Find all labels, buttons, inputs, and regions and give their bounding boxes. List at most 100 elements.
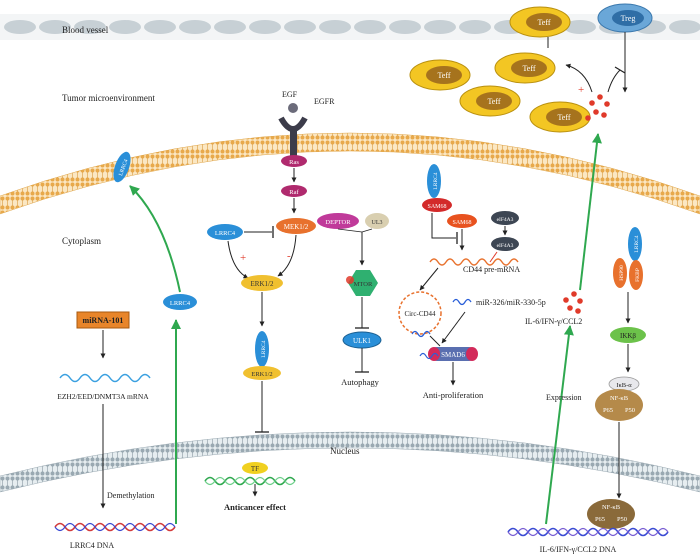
plus-sign: + (240, 252, 246, 264)
sam68-protein: SAM68 (447, 214, 477, 228)
cytokine-cluster (585, 94, 610, 121)
mrna-strand (59, 373, 151, 383)
inhibit-circ (429, 335, 441, 347)
fkbp-protein: FKBP (629, 260, 643, 290)
svg-text:IκB-α: IκB-α (616, 382, 632, 389)
svg-text:Teff: Teff (487, 97, 500, 106)
cytokine-cluster-cyto (563, 291, 583, 314)
teff-cell: Teff (409, 59, 471, 91)
svg-text:miRNA-101: miRNA-101 (83, 316, 124, 325)
svg-text:NF-κB: NF-κB (602, 504, 621, 511)
label-blood-vessel: Blood vessel (62, 25, 109, 35)
svg-text:Raf: Raf (289, 189, 299, 196)
svg-text:NF-κB: NF-κB (610, 395, 629, 402)
nfkb-nuclear: NF-κB P65 P50 (587, 499, 635, 529)
label-cytokines: IL-6/IFN-γ/CCL2 (525, 317, 582, 326)
svg-text:UL3: UL3 (372, 220, 383, 226)
lrrc4-membrane: LRRC4 (113, 151, 131, 183)
label-anti-proliferation: Anti-proliferation (423, 390, 484, 400)
lrrc4-sam68-complex: LRRC4 SAM68 (422, 164, 452, 212)
minus-sign: - (287, 250, 291, 262)
label-tumor-microenvironment: Tumor microenvironment (62, 93, 155, 103)
egfr-receptor (278, 103, 308, 160)
plus-sign: + (578, 84, 584, 96)
svg-text:SMAD6: SMAD6 (441, 351, 465, 359)
cell-membrane (0, 132, 700, 215)
svg-text:Teff: Teff (537, 18, 550, 27)
label-demethylation: Demethylation (107, 491, 155, 500)
erk-protein: ERK1/2 (241, 275, 283, 291)
deptor-protein: DEPTOR (317, 213, 359, 229)
arrow-lrrc4-membrane (129, 185, 181, 293)
ikkb-protein: IKKβ (610, 327, 646, 343)
label-cytokine-dna: IL-6/IFN-γ/CCL2 DNA (540, 545, 617, 554)
eif4a3-bound: eIF4A3 (491, 237, 519, 251)
arrow-dna-cytokines (545, 325, 574, 525)
eif4a3-arrow (489, 251, 498, 263)
teff-cell: Teff (494, 52, 556, 84)
inhibit-complex-premrna (431, 213, 456, 239)
mirna-101-box: miRNA-101 (76, 311, 130, 329)
mirna-strand (452, 298, 472, 306)
ul3-protein: UL3 (365, 213, 389, 229)
tf-protein: TF (242, 462, 268, 474)
label-nucleus: Nucleus (330, 446, 360, 456)
arrow-premrna-circ (419, 267, 439, 291)
svg-text:Teff: Teff (437, 71, 450, 80)
mek-protein: MEK1/2 (276, 218, 316, 234)
svg-text:LRRC4: LRRC4 (170, 300, 191, 307)
svg-text:Teff: Teff (522, 64, 535, 73)
svg-text:ERK1/2: ERK1/2 (251, 371, 272, 378)
svg-text:P50: P50 (617, 516, 627, 523)
mirna-bound (411, 330, 431, 338)
svg-text:LRRC4: LRRC4 (433, 172, 439, 189)
label-anticancer-effect: Anticancer effect (224, 502, 286, 512)
svg-text:DEPTOR: DEPTOR (325, 219, 351, 226)
svg-text:TF: TF (251, 465, 259, 473)
svg-text:LRRC4: LRRC4 (261, 340, 267, 357)
ikba-protein: IκB-α (608, 376, 640, 392)
label-pre-mrna: CD44 pre-mRNA (463, 265, 520, 274)
raf-protein: Raf (281, 185, 307, 197)
svg-text:Treg: Treg (621, 14, 636, 23)
label-circ-cd44: Circ-CD44 (404, 310, 436, 318)
label-mirna: miR-326/miR-330-5p (476, 298, 546, 307)
pre-mrna-strand (429, 258, 519, 266)
teff-cell: Teff (529, 101, 591, 133)
dna-tf (204, 476, 296, 486)
circ-cd44-ring (398, 291, 442, 335)
svg-text:P65: P65 (595, 516, 605, 523)
svg-text:P50: P50 (625, 407, 635, 414)
svg-text:eIF4A3: eIF4A3 (497, 243, 514, 249)
svg-text:LRRC4: LRRC4 (634, 235, 640, 252)
arrow-mirna-smad6 (441, 311, 466, 344)
label-autophagy: Autophagy (341, 377, 380, 387)
nuclear-membrane (0, 431, 700, 493)
label-egf: EGF (282, 90, 298, 99)
nfkb-cyto: NF-κB P65 P50 (595, 389, 643, 421)
label-mrna: EZH2/EED/DNMT3A mRNA (57, 392, 149, 401)
ulk1-protein: ULK1 (342, 331, 382, 349)
label-expression: Expression (546, 393, 582, 402)
svg-text:LRRC4: LRRC4 (215, 230, 236, 237)
arrow-cytokine-to-teff (565, 63, 593, 93)
blood-vessel-wall (0, 14, 700, 40)
teff-cell: Teff (459, 85, 521, 117)
svg-text:FKBP: FKBP (635, 268, 641, 282)
lrrc4-erk-complex: LRRC4 ERK1/2 (243, 331, 281, 380)
svg-text:eIF4A3: eIF4A3 (497, 217, 514, 223)
svg-text:Ras: Ras (289, 159, 299, 166)
hsp90-protein: HSP90 (613, 258, 627, 288)
label-cytoplasm: Cytoplasm (62, 236, 101, 246)
svg-text:MEK1/2: MEK1/2 (284, 223, 309, 231)
label-lrrc4-dna: LRRC4 DNA (70, 541, 114, 550)
arrow-lrrc4-erk (227, 240, 249, 279)
inhibit-treg (607, 69, 621, 93)
svg-text:MTOR: MTOR (354, 281, 373, 288)
ras-protein: Ras (281, 155, 307, 167)
lrrc4-nfkb: LRRC4 (628, 227, 642, 261)
mtor-protein: MTOR (346, 270, 378, 296)
svg-text:P65: P65 (603, 407, 613, 414)
svg-text:ERK1/2: ERK1/2 (251, 280, 274, 288)
